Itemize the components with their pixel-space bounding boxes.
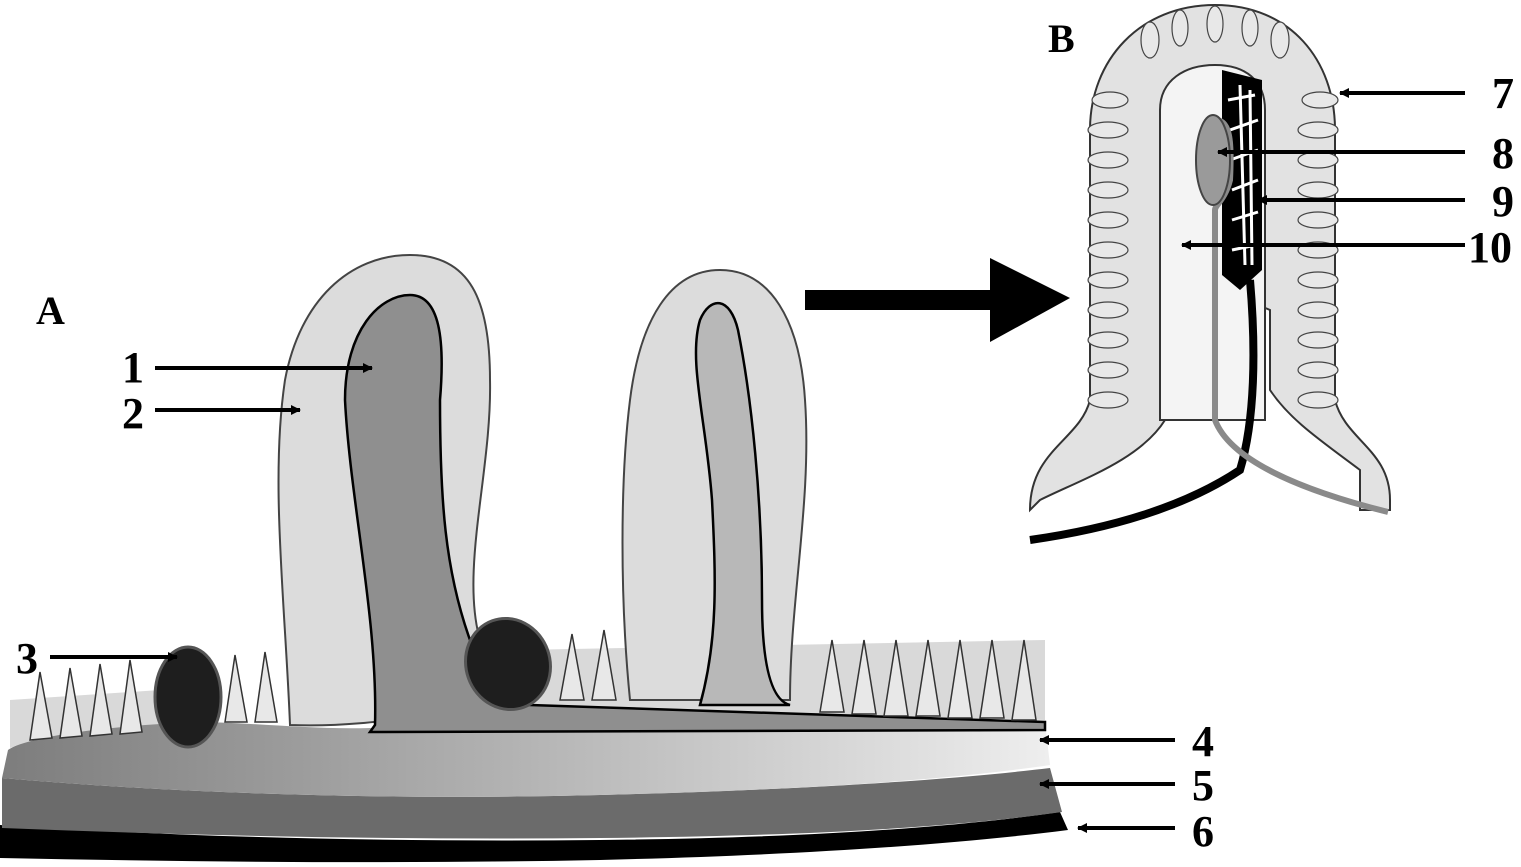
villus-2-core: [694, 301, 791, 707]
panel-b-label: B: [1048, 16, 1075, 61]
capillary-mesh: [1227, 84, 1259, 266]
label-2: 2: [122, 389, 144, 438]
lamina-propria-base: [2, 720, 1050, 797]
label-8: 8: [1492, 129, 1514, 178]
label-4: 4: [1192, 717, 1214, 766]
epithelial-fingers: [29, 629, 1037, 741]
serosa-layer: [0, 812, 1068, 863]
lacteal-head: [1195, 114, 1231, 206]
label-7: 7: [1492, 69, 1514, 118]
lacteal: [1212, 117, 1389, 515]
zoom-arrow: [805, 258, 1070, 342]
lymph-nodule-1: [153, 645, 223, 749]
label-9: 9: [1492, 177, 1514, 226]
lymph-nodule-2: [464, 616, 552, 712]
label-3: 3: [16, 634, 38, 683]
label-10: 10: [1468, 223, 1512, 272]
muscularis-layer: [2, 768, 1062, 839]
annotation-arrows: [50, 88, 1465, 833]
panel-a-label: A: [36, 288, 65, 333]
villus-b-cells: [1087, 5, 1339, 409]
blood-vessel: [1029, 279, 1258, 544]
panel-a-diagram: [0, 253, 1070, 863]
label-6: 6: [1192, 807, 1214, 856]
label-5: 5: [1192, 761, 1214, 810]
label-1: 1: [122, 343, 144, 392]
panel-b-diagram: [1028, 3, 1391, 544]
